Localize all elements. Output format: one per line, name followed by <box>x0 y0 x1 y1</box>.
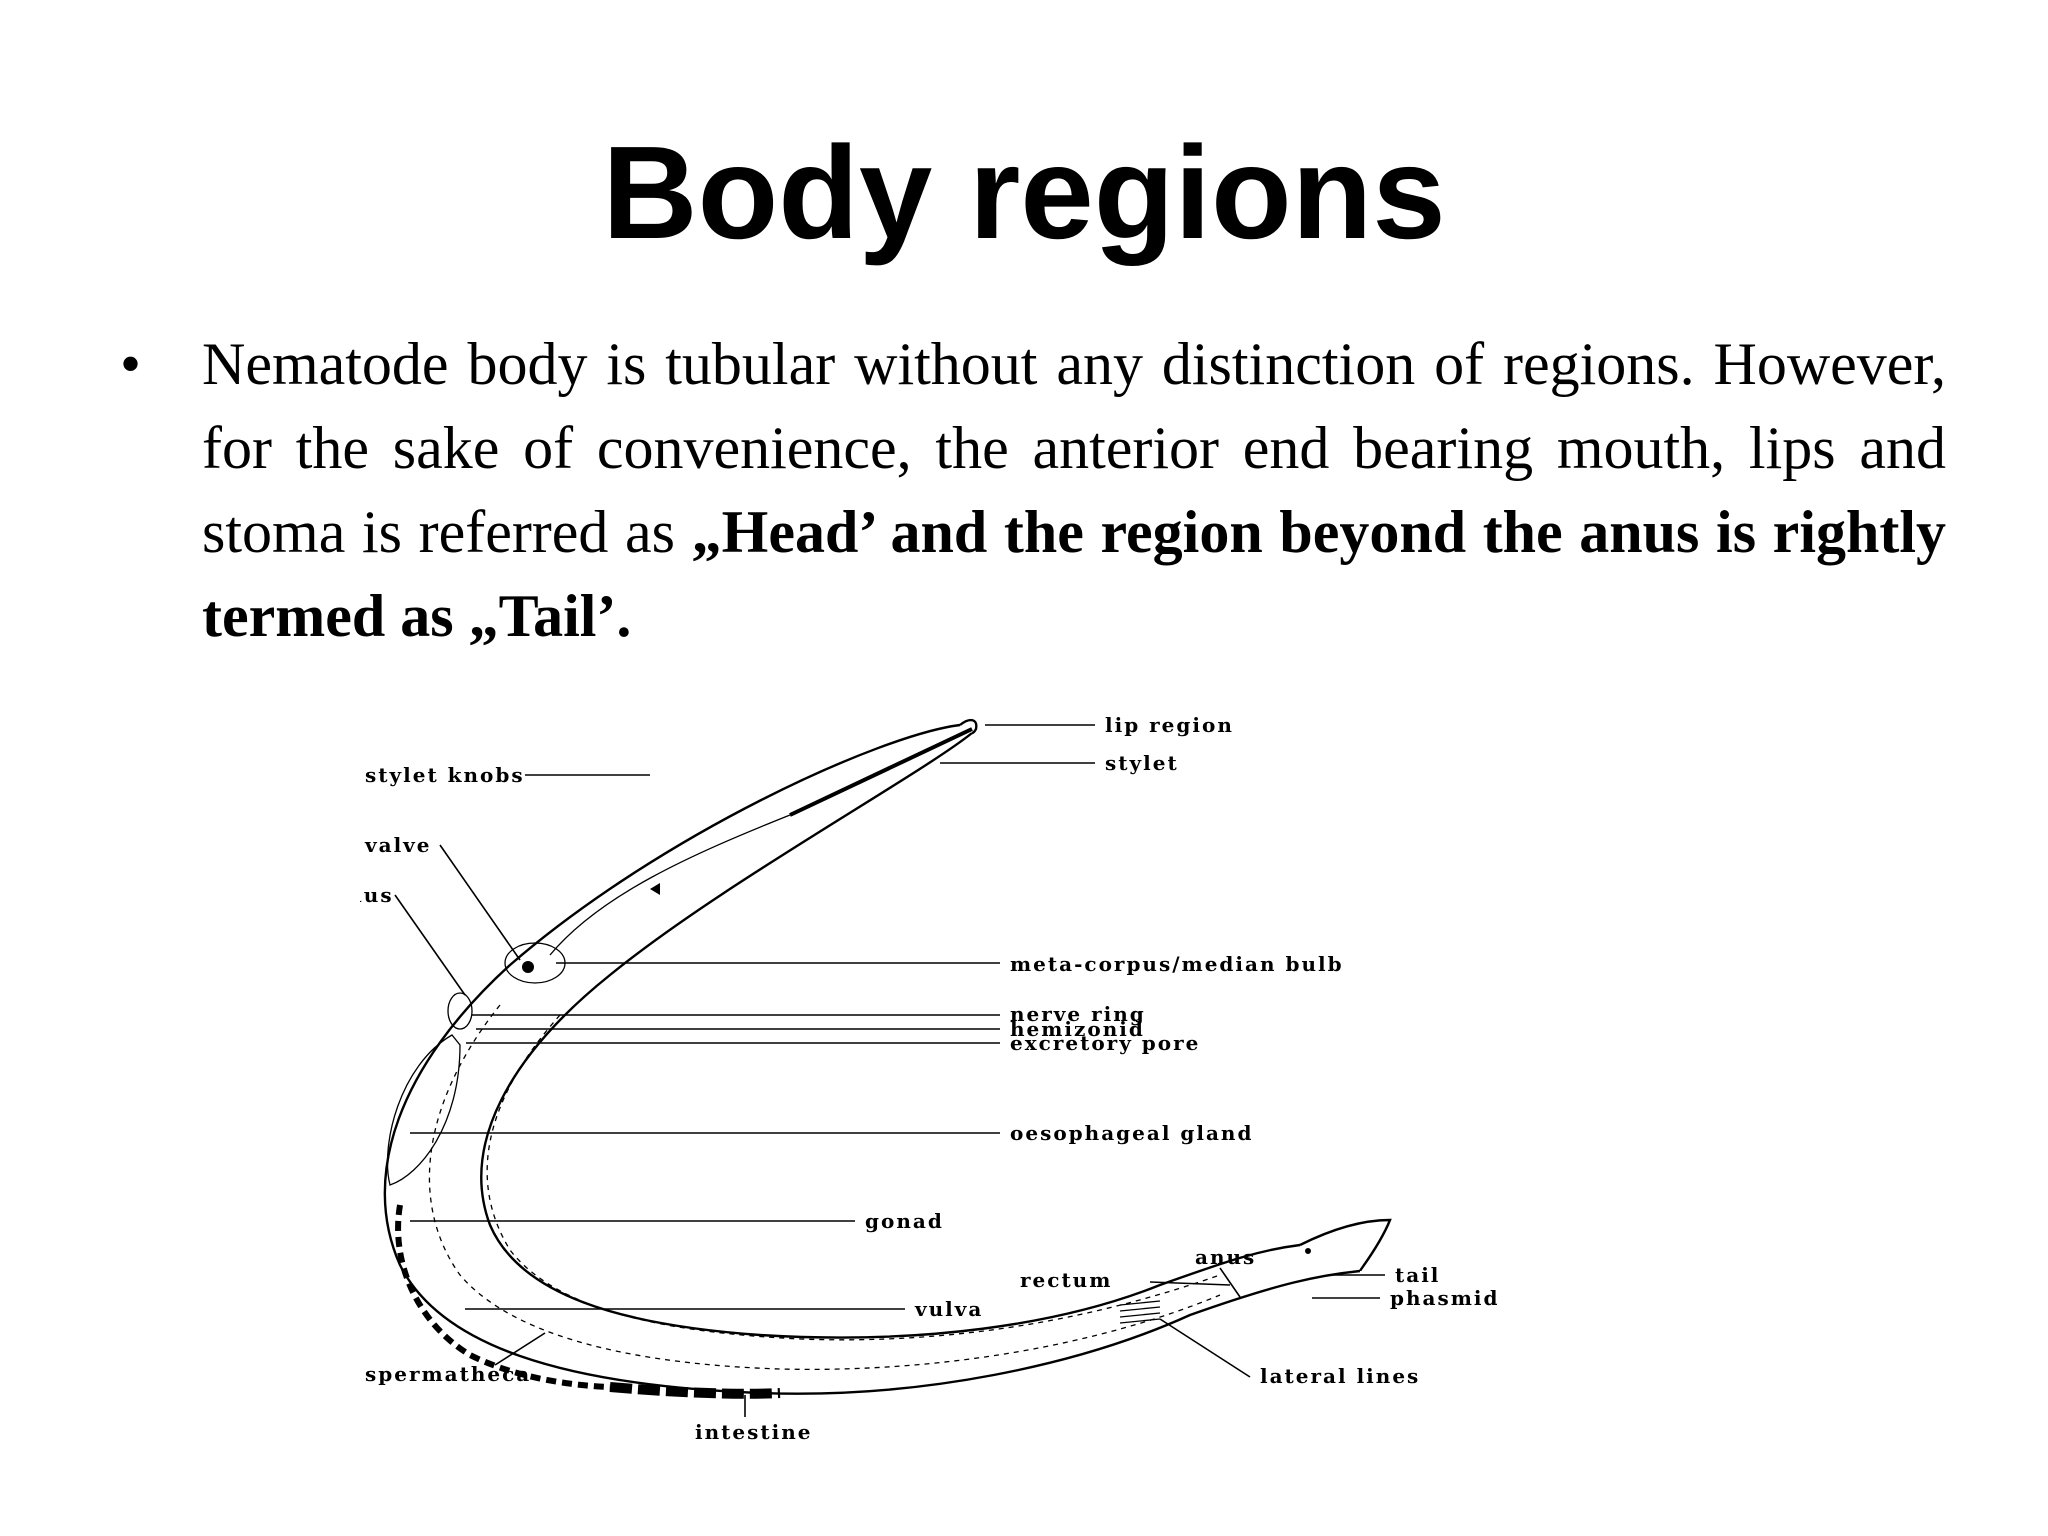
label-hemizonid: hemizonid <box>1010 1017 1145 1041</box>
lip-cap <box>959 718 978 735</box>
label-vulva: vulva <box>914 1297 983 1321</box>
label-spermatheca: spermatheca <box>365 1362 531 1386</box>
label-lateral-lines: lateral lines <box>1260 1364 1420 1388</box>
label-nerve-ring: nerve ring <box>1010 1002 1146 1026</box>
label-isthmus: isthmus <box>360 883 394 907</box>
label-gonad: gonad <box>865 1209 944 1233</box>
label-meta-corpus: meta-corpus/median bulb <box>1010 952 1344 976</box>
lateral-dashed-line-2 <box>486 1014 1221 1341</box>
nerve-ring-shape <box>447 992 473 1030</box>
label-rectum: rectum <box>1020 1268 1112 1292</box>
slide-title: Body regions <box>602 119 1446 266</box>
label-tail: tail <box>1395 1263 1440 1287</box>
bullet-text-normal: Nematode body is tubular without any dis… <box>202 331 1946 565</box>
oesophageal-gland-shape <box>386 1034 461 1186</box>
body-outer-outline <box>383 723 1361 1395</box>
lateral-dashed-line-1 <box>428 1004 1221 1370</box>
bullet-marker: • <box>120 331 142 397</box>
label-stylet-knobs: stylet knobs <box>365 763 525 787</box>
lateral-lines-hatch <box>1119 1300 1161 1324</box>
valve-shape <box>522 961 534 973</box>
label-intestine: intestine <box>695 1420 812 1444</box>
body-inner-outline <box>480 732 1301 1339</box>
oesophagus-line <box>549 814 791 956</box>
label-lip-region: lip region <box>1105 713 1234 737</box>
tail-outline <box>1299 1218 1392 1272</box>
nematode-diagram: lip region stylet meta-corpus/median bul… <box>360 713 1500 1444</box>
label-stylet: stylet <box>1105 751 1179 775</box>
bullet-text-bold: „Head’ and the region beyond the anus is… <box>202 499 1947 649</box>
label-phasmid: phasmid <box>1390 1286 1500 1310</box>
bullet-text: Nematode body is tubular without any dis… <box>202 322 1946 658</box>
stylet-shaft <box>789 727 973 817</box>
intestine-shape <box>609 1382 781 1399</box>
label-oesophageal-gland: oesophageal gland <box>1010 1121 1253 1145</box>
phasmid-dot <box>1305 1248 1311 1254</box>
stylet-knobs-shape <box>650 883 660 895</box>
label-anus: anus <box>1195 1245 1256 1269</box>
gonad-shape <box>395 1204 611 1390</box>
label-valve: valve <box>364 833 432 857</box>
label-excretory-pore: excretory pore <box>1010 1031 1200 1055</box>
